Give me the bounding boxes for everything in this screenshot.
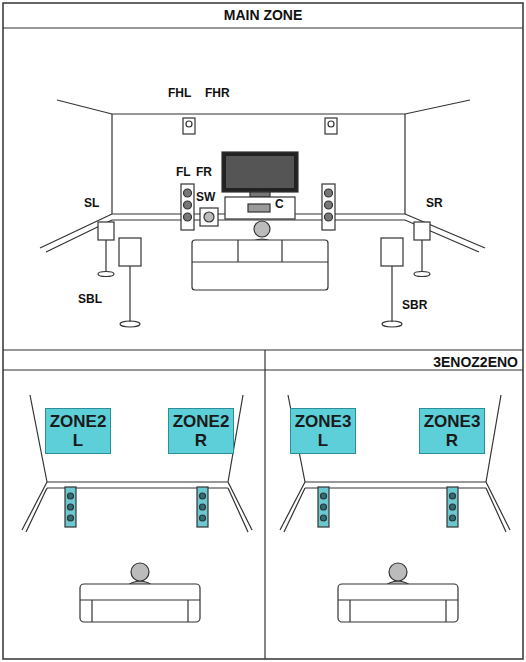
speaker-label: SBL <box>78 292 102 306</box>
speaker-label: SR <box>426 196 443 210</box>
speaker-label: FR <box>196 165 212 179</box>
zone-label: ZONE2 R <box>171 412 231 450</box>
speaker-label: FHL <box>168 86 191 100</box>
speaker-label: SW <box>196 190 215 204</box>
speaker-label: SBR <box>402 298 427 312</box>
zone-heading: MAIN ZONE <box>224 6 303 24</box>
zone-speaker-box: ZONE2 R <box>168 408 234 454</box>
speaker-label: C <box>275 197 284 211</box>
speaker-label: SL <box>84 196 99 210</box>
zone-speaker-box: ZONE3 L <box>290 408 356 454</box>
zone-label: ZONE3 R <box>422 412 482 450</box>
zone-speaker-box: ZONE3 R <box>419 408 485 454</box>
zone-label: ZONE2 L <box>48 412 108 450</box>
speaker-label: FL <box>176 165 191 179</box>
zone-speaker-box: ZONE2 L <box>45 408 111 454</box>
speaker-label: FHR <box>205 86 230 100</box>
zone-label: ZONE3 L <box>293 412 353 450</box>
zone-heading: 3ENOZ2ENO <box>433 353 518 371</box>
